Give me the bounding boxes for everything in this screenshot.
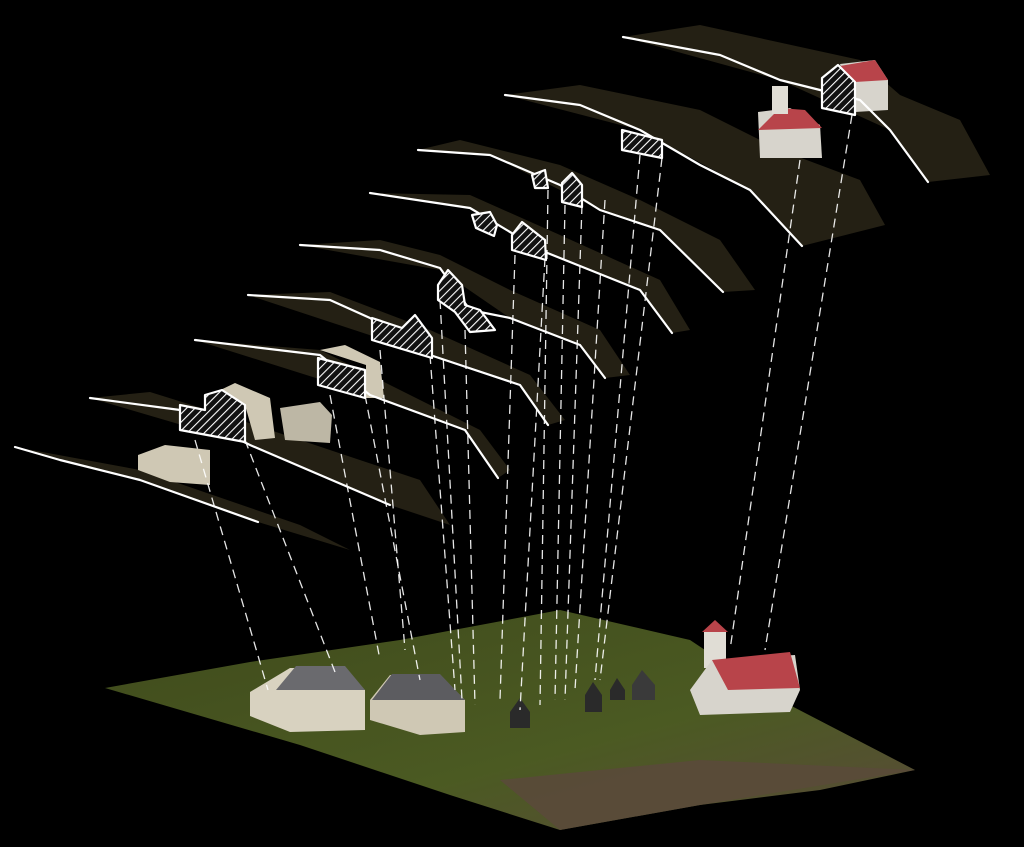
small-sheds <box>510 670 655 728</box>
ground-model <box>105 610 915 830</box>
section-line-3 <box>193 338 500 480</box>
section-lines <box>13 35 930 524</box>
building-cut <box>510 220 548 262</box>
building-cut <box>370 313 434 360</box>
building-cut <box>436 268 497 334</box>
section-line-9 <box>621 35 930 184</box>
section-line-6 <box>368 191 674 335</box>
building-cut <box>470 210 499 238</box>
building-cut <box>178 388 247 444</box>
building-cut <box>530 168 550 190</box>
building-cut <box>560 171 584 209</box>
church <box>690 620 800 715</box>
building-cut <box>316 356 367 400</box>
section-line-8 <box>503 93 804 248</box>
house-white-mid <box>370 674 465 735</box>
section-line-1 <box>13 445 260 524</box>
building-cuts <box>178 63 857 444</box>
house-white-left <box>250 666 365 732</box>
building-cut <box>620 128 664 160</box>
slice-houses <box>138 60 888 485</box>
building-cut <box>820 63 857 117</box>
